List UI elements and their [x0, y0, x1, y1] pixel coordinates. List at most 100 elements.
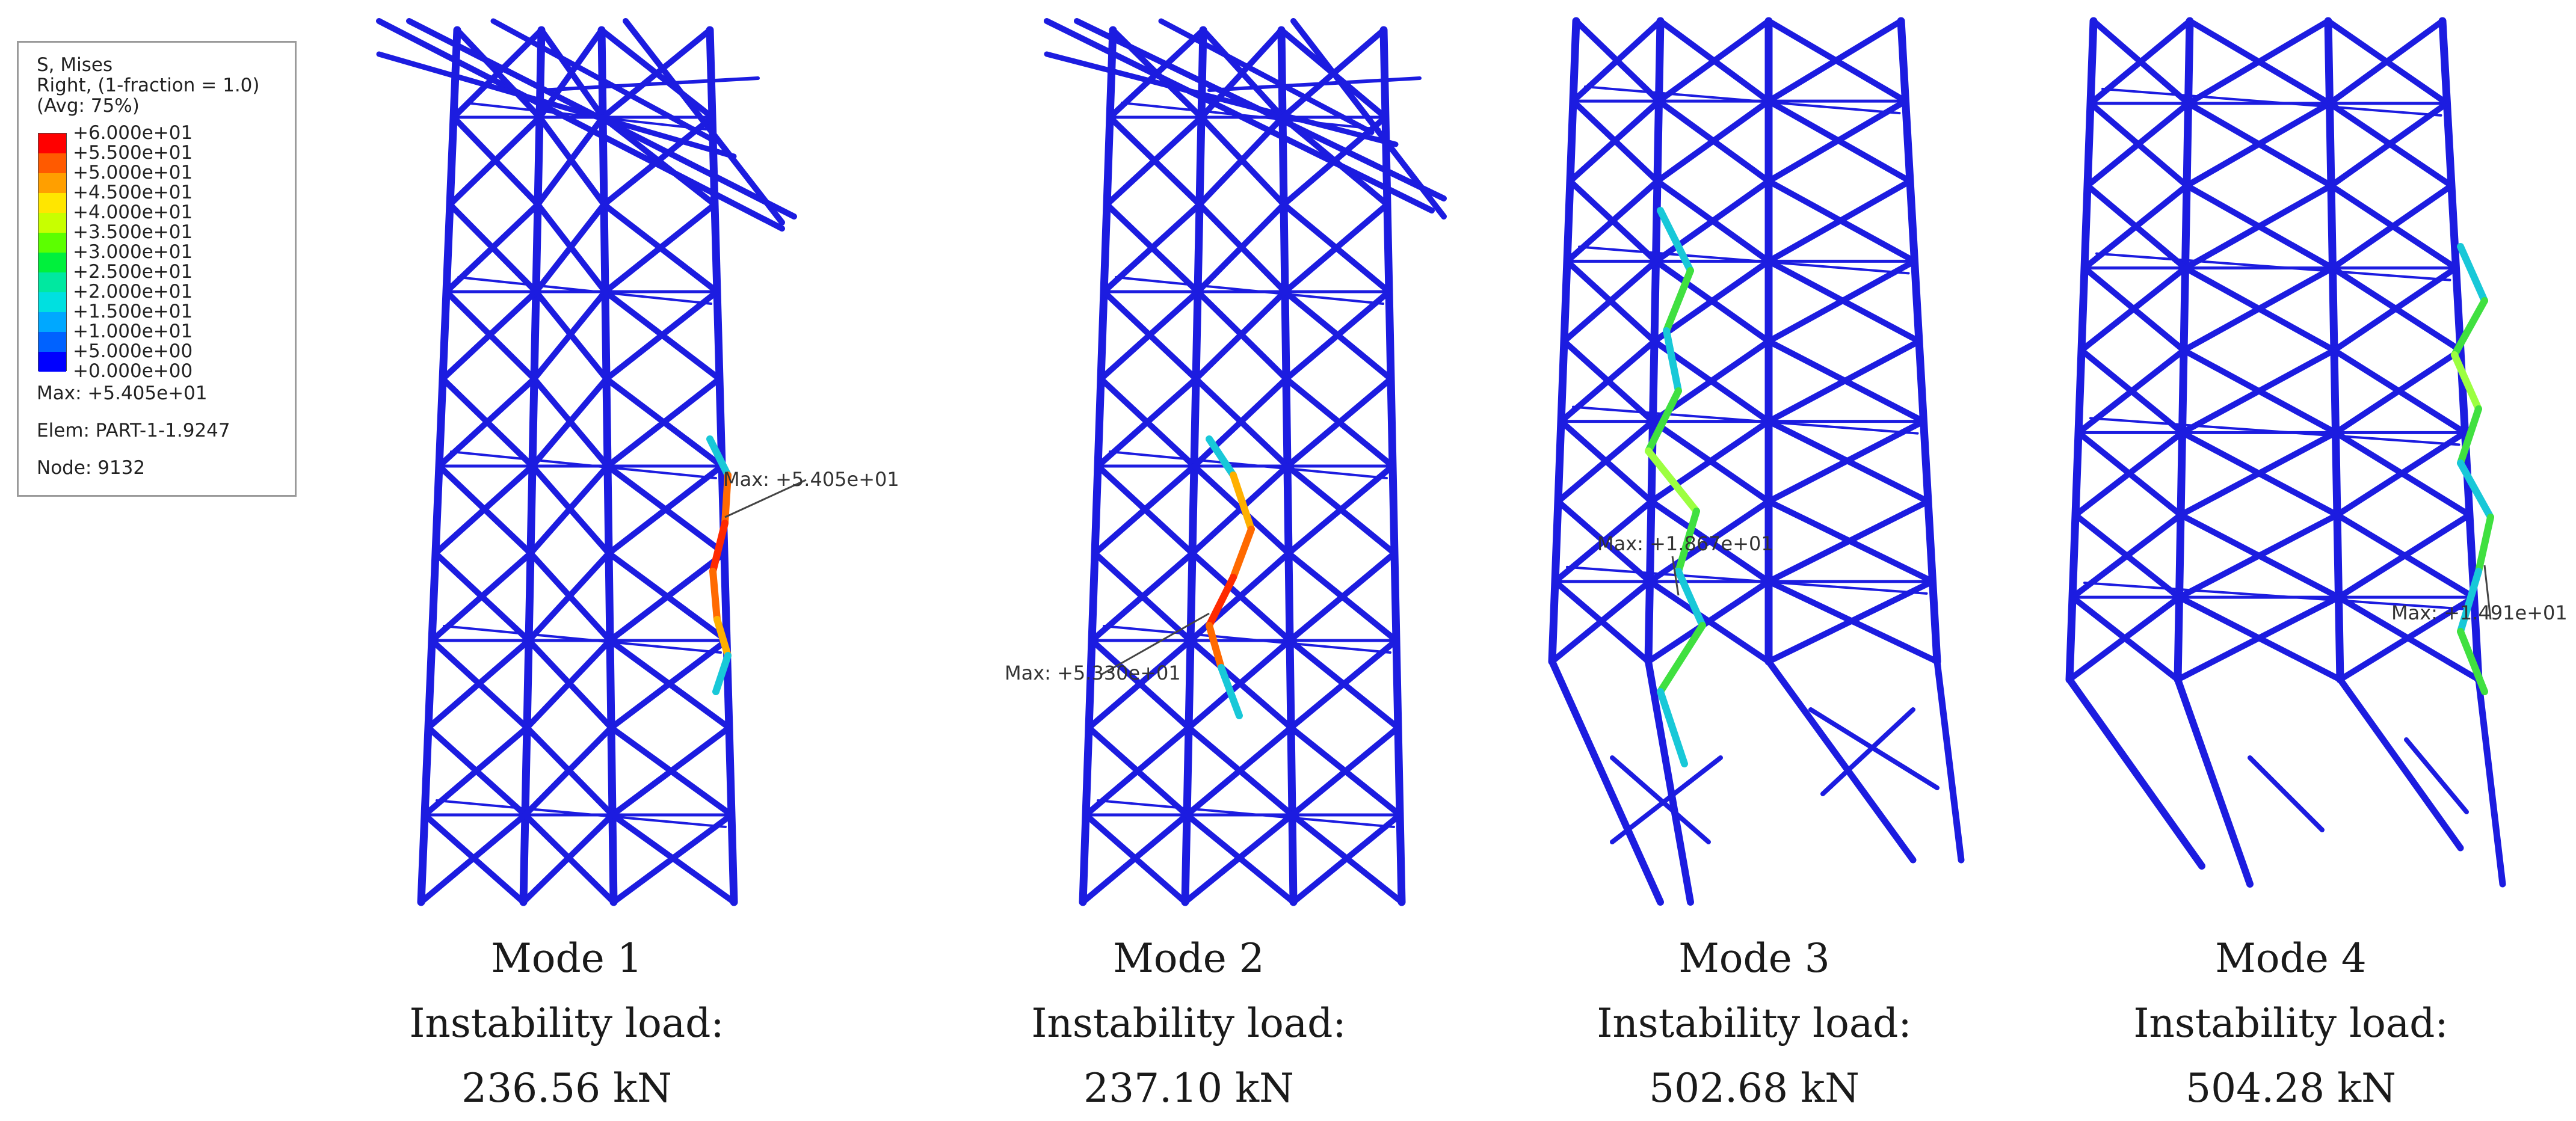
- buckled-member: [1218, 664, 1243, 719]
- legend-band: [39, 253, 66, 272]
- tower-member: [2083, 582, 2470, 611]
- mode-4-name: Mode 4: [2215, 935, 2367, 981]
- tower-member: [2174, 676, 2254, 888]
- tower-member: [608, 637, 730, 731]
- tower-member: [1286, 463, 1396, 556]
- tower-member: [1654, 98, 1772, 185]
- mode-2-caption: Mode 2 Instability load: 237.10 kN: [1002, 926, 1375, 1121]
- buckled-member: [709, 520, 729, 575]
- legend-tick: +3.500e+01: [73, 221, 193, 243]
- tower-member: [1766, 258, 1918, 345]
- legend-tick: +1.000e+01: [73, 321, 193, 342]
- mode-4-caption: Mode 4 Instability load: 504.28 kN: [2104, 926, 2477, 1121]
- buckled-member: [706, 435, 732, 479]
- tower-member: [447, 114, 543, 207]
- max-leader-line: [724, 479, 807, 518]
- tower-member: [1766, 418, 1927, 505]
- tower-member: [1610, 755, 1711, 844]
- tower-member: [1287, 550, 1397, 643]
- tower-member: [1934, 658, 1965, 864]
- tower-member: [1653, 178, 1772, 265]
- tower-member: [1555, 418, 1656, 505]
- max-stress-label: Max: +5.330e+01: [1005, 662, 1181, 684]
- tower-member: [1766, 18, 1904, 105]
- legend-max: Max: +5.405e+01: [37, 382, 208, 404]
- mode-2-panel: Max: +5.330e+01: [1005, 18, 1552, 908]
- tower-member: [450, 450, 717, 479]
- legend-node: Node: 9132: [37, 457, 146, 479]
- tower-member: [1766, 338, 1922, 425]
- tower-member: [433, 463, 535, 556]
- mode-1-load-label: Instability load:: [409, 1000, 724, 1046]
- buckled-member: [1657, 688, 1688, 767]
- tower-member: [1567, 98, 1662, 185]
- mode-3-load-label: Instability load:: [1597, 1000, 1912, 1046]
- tower-member: [524, 637, 613, 731]
- buckled-member: [2451, 297, 2488, 358]
- tower-member: [2184, 100, 2333, 189]
- buckled-member: [1675, 508, 1700, 575]
- buckled-member: [709, 568, 721, 623]
- buckled-member: [2457, 459, 2494, 521]
- tower-member: [540, 76, 760, 92]
- tower-member: [1766, 578, 1936, 665]
- tower-member: [1284, 376, 1394, 469]
- buckled-member: [2475, 514, 2494, 575]
- buckled-member: [2457, 628, 2488, 695]
- tower-member: [2337, 676, 2464, 852]
- max-stress-label: Max: +1.867e+01: [1597, 532, 1773, 555]
- tower-member: [2072, 429, 2186, 518]
- tower-member: [2089, 417, 2460, 446]
- buckled-member: [1645, 387, 1682, 455]
- tower-member: [1647, 498, 1772, 585]
- tower-member: [1561, 258, 1659, 345]
- legend-band: [39, 272, 66, 292]
- mode-4-panel: Max: +1.491e+01: [2065, 17, 2576, 908]
- legend-band: [39, 173, 66, 193]
- tower-member: [1097, 799, 1395, 828]
- legend-band: [39, 134, 66, 153]
- tower-member: [2085, 100, 2192, 189]
- tower-member: [2332, 347, 2464, 436]
- tower-member: [1080, 812, 1190, 905]
- legend-title: S, Mises: [37, 54, 113, 76]
- mode-1-load: 236.56 kN: [461, 1065, 672, 1111]
- tower-member: [1189, 463, 1290, 556]
- mode-4-load-label: Instability load:: [2133, 1000, 2448, 1046]
- tower-member: [533, 201, 607, 295]
- tower-member: [436, 799, 727, 828]
- tower-member: [1548, 658, 1664, 906]
- tower-member: [425, 637, 532, 731]
- tower-member: [1103, 625, 1391, 654]
- tower-member: [1578, 245, 1910, 275]
- buckled-member: [1206, 574, 1237, 629]
- tower-member: [2475, 676, 2506, 888]
- mode-3-tower: Max: +1.867e+01: [1548, 17, 1965, 906]
- tower-member: [609, 725, 732, 818]
- tower-member: [535, 114, 606, 207]
- tower-member: [537, 27, 605, 120]
- tower-member: [528, 463, 611, 556]
- tower-member: [440, 289, 539, 382]
- tower-member: [443, 625, 722, 654]
- tower-member: [1648, 418, 1772, 505]
- tower-member: [1765, 658, 1917, 864]
- tower-member: [1182, 812, 1295, 905]
- tower-member: [2066, 594, 2183, 683]
- tower-member: [1098, 289, 1201, 382]
- mode-1-name: Mode 1: [491, 935, 642, 981]
- tower-member: [1121, 102, 1381, 131]
- tower-member: [376, 18, 785, 232]
- legend-tick: +5.500e+01: [73, 142, 193, 164]
- legend-band: [39, 332, 66, 352]
- buckled-member: [712, 652, 732, 695]
- legend-ticks: +6.000e+01 +5.500e+01 +5.000e+01 +4.500e…: [73, 123, 193, 381]
- tower-member: [1197, 114, 1286, 207]
- tower-member: [526, 550, 612, 643]
- legend-tick: +4.000e+01: [73, 201, 193, 223]
- tower-member: [418, 812, 528, 905]
- tower-member: [605, 376, 723, 469]
- legend-tick: +2.500e+01: [73, 261, 193, 283]
- tower-member: [2175, 594, 2342, 683]
- tower-member: [2329, 182, 2454, 271]
